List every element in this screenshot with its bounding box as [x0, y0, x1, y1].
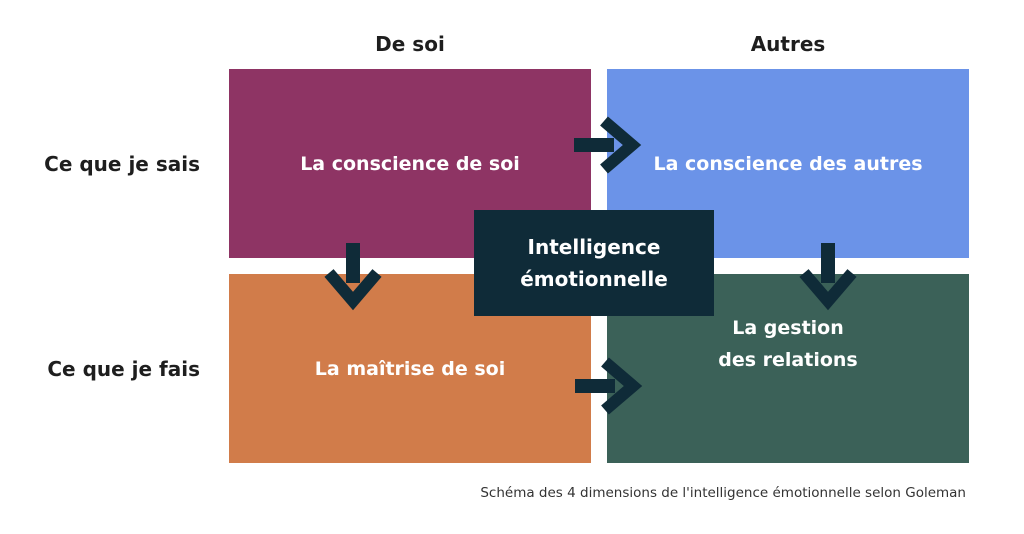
quadrant-label-line-2: des relations — [718, 348, 858, 371]
quadrant-label: La conscience des autres — [653, 152, 923, 175]
quadrant-self-awareness: La conscience de soi — [229, 69, 591, 258]
column-header-others: Autres — [750, 32, 826, 56]
arrow-right-icon — [574, 116, 642, 174]
quadrant-label-line-1: La gestion — [732, 316, 844, 339]
quadrant-label: La maîtrise de soi — [314, 357, 506, 380]
row-header-know: Ce que je sais — [44, 152, 200, 176]
arrow-right-icon — [575, 357, 643, 415]
arrow-down-icon — [799, 243, 857, 311]
center-box-emotional-intelligence: Intelligence émotionnelle — [474, 210, 714, 316]
quadrant-label: La conscience de soi — [300, 152, 520, 175]
diagram-caption: Schéma des 4 dimensions de l'intelligenc… — [480, 485, 966, 501]
quadrant-relationship-management: La gestion des relations — [607, 274, 969, 463]
column-header-self: De soi — [375, 32, 445, 56]
center-label-line-2: émotionnelle — [520, 267, 668, 291]
row-header-do: Ce que je fais — [47, 357, 200, 381]
arrow-down-icon — [324, 243, 382, 311]
center-label-line-1: Intelligence — [527, 235, 661, 259]
